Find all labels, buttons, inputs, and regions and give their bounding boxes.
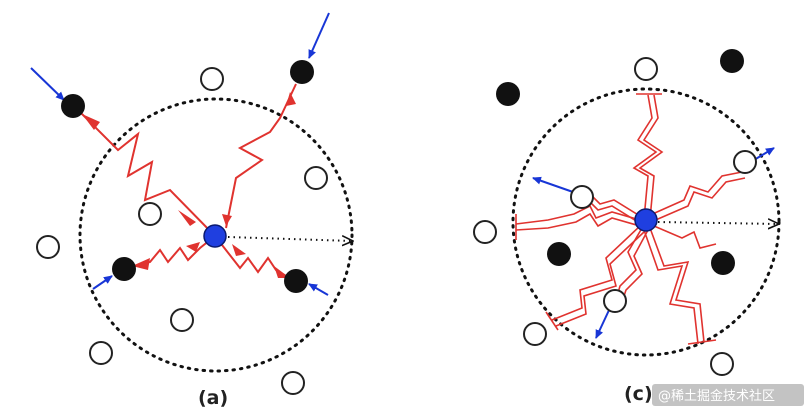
interaction-spring-a-2	[225, 83, 297, 229]
hollow-particle-icon	[634, 57, 658, 81]
outgoing-arrow-c-1	[532, 176, 574, 193]
filled-particle-icon	[112, 257, 136, 281]
filled-particle-icon	[61, 94, 85, 118]
hollow-particle-icon	[281, 371, 305, 395]
incoming-arrow-a-4	[308, 283, 329, 296]
hollow-particle-icon	[36, 235, 60, 259]
hollow-particle-icon	[304, 166, 328, 190]
panel-label-a: (a)	[198, 387, 228, 409]
blue-center-particle-icon	[634, 208, 658, 232]
interaction-ray-c-right	[653, 225, 717, 249]
force-cone-a-1	[82, 114, 100, 130]
interaction-ray-c-up	[632, 93, 664, 220]
hollow-particle-icon	[89, 341, 113, 365]
panel-label-c: (c)	[624, 383, 653, 405]
hollow-particle-icon	[473, 220, 497, 244]
interaction-spring-a-3	[125, 235, 216, 269]
panel-a: (a)	[30, 12, 352, 409]
interaction-ray-c-upleft	[587, 193, 641, 223]
cutoff-radius-arrow-a	[227, 237, 352, 241]
hollow-particle-icon	[733, 150, 757, 174]
filled-particle-icon	[720, 49, 744, 73]
force-cone-a-8	[232, 244, 246, 256]
outgoing-arrow-c-3	[595, 307, 611, 339]
interaction-ray-c-upright	[647, 171, 746, 223]
interaction-spring-a-1	[79, 111, 216, 237]
hollow-particle-icon	[570, 185, 594, 209]
filled-particle-icon	[496, 82, 520, 106]
filled-particle-icon	[290, 60, 314, 84]
svg-text:@稀土掘金技术社区: @稀土掘金技术社区	[658, 388, 775, 404]
watermark: @稀土掘金技术社区	[652, 384, 804, 406]
interaction-ray-c-left	[515, 204, 641, 240]
force-cone-a-2	[178, 210, 196, 226]
hollow-particle-icon	[523, 322, 547, 346]
filled-particle-icon	[284, 269, 308, 293]
interaction-ray-c-downleft	[545, 225, 645, 331]
filled-particle-icon	[711, 251, 735, 275]
panel-c: (c)	[473, 49, 781, 405]
incoming-arrow-a-3	[92, 275, 113, 290]
hollow-particle-icon	[603, 289, 627, 313]
cutoff-radius-arrow-c	[657, 222, 778, 224]
filled-particle-icon	[547, 242, 571, 266]
force-cone-a-3	[286, 92, 296, 106]
incoming-arrow-a-2	[308, 12, 330, 59]
force-cone-a-6	[186, 242, 200, 252]
hollow-particle-icon	[138, 202, 162, 226]
interaction-ray-c-downright	[643, 227, 717, 345]
hollow-particle-icon	[710, 352, 734, 376]
incoming-arrow-a-1	[30, 67, 65, 101]
blue-center-particle-icon	[203, 224, 227, 248]
outgoing-arrow-c-2	[753, 147, 775, 161]
hollow-particle-icon	[170, 308, 194, 332]
force-cone-a-5	[132, 258, 150, 270]
force-cone-a-4	[222, 214, 232, 226]
hollow-particle-icon	[200, 67, 224, 91]
